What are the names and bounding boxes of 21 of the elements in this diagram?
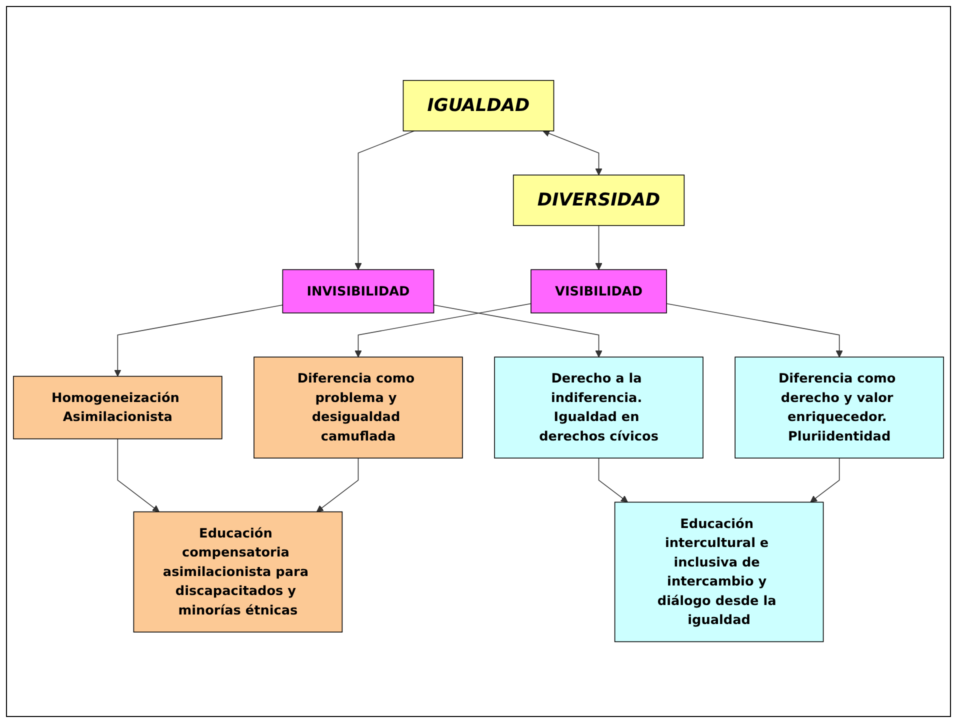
arrow [810, 458, 840, 503]
node-box: Derecho a la indiferencia. Igualdad en derechos cívicos [494, 357, 704, 459]
arrow [117, 438, 160, 513]
arrow [316, 458, 359, 513]
node-box: VISIBILIDAD [530, 270, 667, 314]
node-box: Educación compensatoria asimilacionista para discapacitados y minorías étnicas [133, 512, 343, 633]
node-box: INVISIBILIDAD [282, 270, 434, 314]
arrow [433, 305, 602, 358]
arrow [595, 226, 602, 270]
node-box: Diferencia como derecho y valor enriquecedor. Pluriidentidad [734, 357, 944, 459]
node-box: Diferencia como problema y desigualdad camuflada [254, 357, 463, 459]
arrow [542, 130, 602, 176]
node-box: Educación intercultural e inclusiva de intercambio y diálogo desde la igualdad [614, 502, 824, 643]
arrow [666, 304, 843, 358]
node-box: IGUALDAD [402, 80, 554, 132]
arrow [598, 458, 628, 503]
arrow [354, 130, 415, 270]
node-box: DIVERSIDAD [512, 175, 685, 226]
arrow [354, 304, 532, 358]
arrow [114, 305, 284, 378]
node-box: Homogeneización Asimilacionista [13, 376, 222, 440]
